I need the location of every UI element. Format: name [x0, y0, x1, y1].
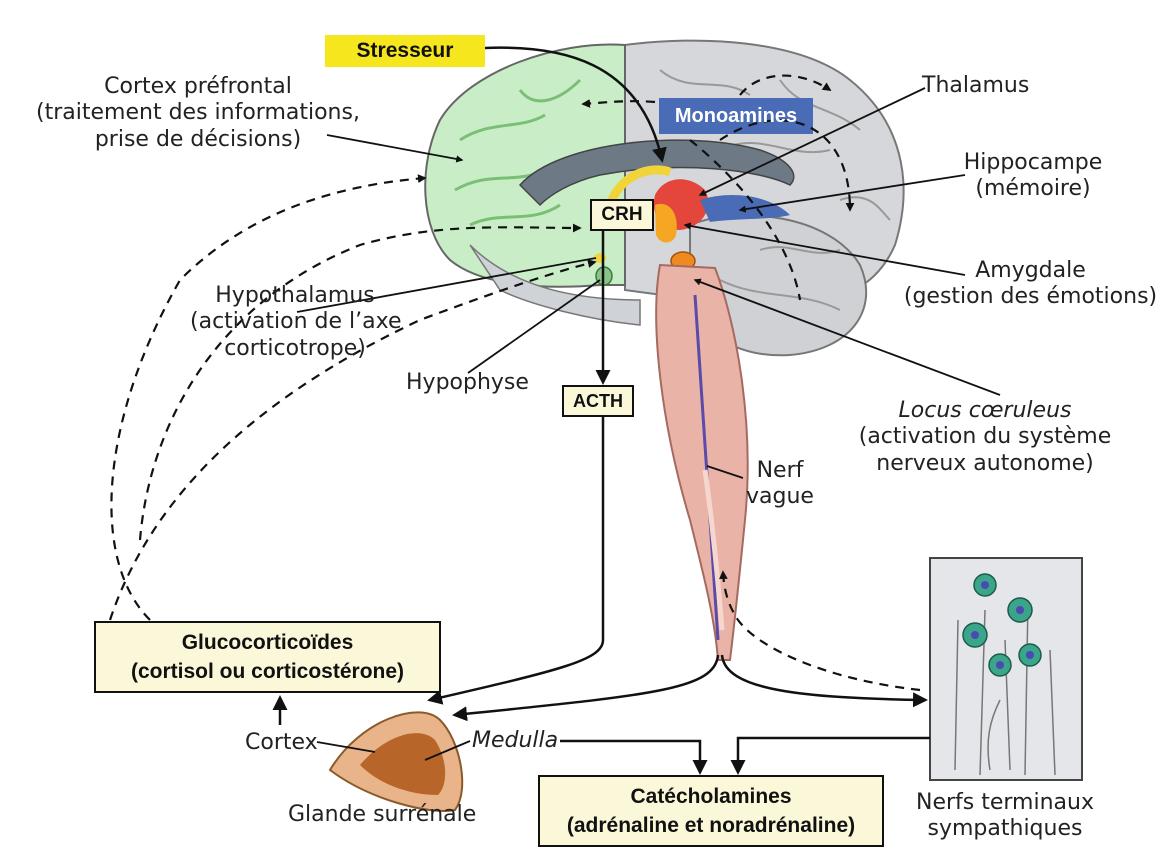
locus-coeruleus-line3: nerveux autonome)	[840, 451, 1130, 477]
hippocampe-line1: Hippocampe	[958, 150, 1108, 176]
cortex-prefrontal-line1: Cortex préfrontal	[18, 74, 378, 100]
catecholamines-sub: (adrénaline et noradrénaline)	[539, 811, 883, 840]
locus-coeruleus-title: Locus cœruleus	[840, 398, 1130, 424]
hypothalamus-label: Hypothalamus (activation de l’axe cortic…	[190, 283, 400, 362]
glucocorticoides-label: Glucocorticoïdes (cortisol ou corticosté…	[95, 628, 440, 686]
hypothalamus-line3: corticotrope)	[190, 336, 400, 362]
crh-label: CRH	[591, 200, 653, 230]
cortex-prefrontal-line3: prise de décisions)	[18, 127, 378, 153]
thalamus-label: Thalamus	[922, 73, 1029, 99]
amygdale-line1: Amygdale	[898, 258, 1163, 284]
glucocorticoides-sub: (cortisol ou corticostérone)	[95, 657, 440, 686]
nerfs-terminaux-line1: Nerfs terminaux	[905, 790, 1105, 816]
monoamines-label: Monoamines	[659, 98, 813, 134]
nerf-vague-line2: vague	[740, 484, 820, 510]
acth-label: ACTH	[563, 386, 633, 416]
amygdale-line2: (gestion des émotions)	[898, 284, 1163, 310]
catecholamines-title: Catécholamines	[539, 782, 883, 811]
cortex-prefrontal-line2: (traitement des informations,	[18, 100, 378, 126]
glande-surrenale-label: Glande surrénale	[288, 802, 476, 828]
hypothalamus-line1: Hypothalamus	[190, 283, 400, 309]
stresseur-label: Stresseur	[325, 35, 485, 67]
glucocorticoides-title: Glucocorticoïdes	[95, 628, 440, 657]
hippocampe-line2: (mémoire)	[958, 176, 1108, 202]
catecholamines-label: Catécholamines (adrénaline et noradrénal…	[539, 782, 883, 840]
adrenal-gland	[330, 712, 462, 811]
nerfs-terminaux-label: Nerfs terminaux sympathiques	[905, 790, 1105, 843]
medulla-label: Medulla	[472, 728, 558, 754]
cortex-label: Cortex	[245, 730, 318, 756]
nerfs-terminaux-line2: sympathiques	[905, 816, 1105, 842]
hippocampe-label: Hippocampe (mémoire)	[958, 150, 1108, 203]
locus-coeruleus-label: Locus cœruleus (activation du système ne…	[840, 398, 1130, 477]
nerve-terminals-panel	[930, 558, 1082, 780]
amygdale-label: Amygdale (gestion des émotions)	[898, 258, 1163, 311]
nerf-vague-label: Nerf vague	[740, 458, 820, 511]
hypothalamus-line2: (activation de l’axe	[190, 309, 400, 335]
nerf-vague-line1: Nerf	[740, 458, 820, 484]
hypophyse-label: Hypophyse	[406, 370, 529, 396]
cortex-prefrontal-label: Cortex préfrontal (traitement des inform…	[18, 74, 378, 153]
locus-coeruleus-line2: (activation du système	[840, 424, 1130, 450]
